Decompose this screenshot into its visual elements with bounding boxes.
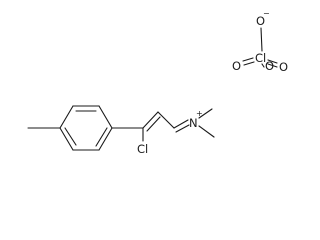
- bond-c3-n-double: [175, 124, 190, 133]
- iminium-cation: Cl N +: [27, 105, 215, 156]
- chemical-structure-diagram: O − Cl O O O: [27, 9, 288, 156]
- ring-bond-1: [59, 105, 74, 129]
- oxygen-right: O: [279, 60, 288, 74]
- ring-bond-3: [98, 105, 113, 129]
- vinyl-chlorine: Cl: [137, 142, 148, 156]
- oxygen-top-charge: −: [263, 9, 270, 18]
- bond-c1-c2: [142, 111, 159, 129]
- bond-c3-n: [173, 119, 189, 129]
- bond-cl-o-left-double-2: [243, 61, 255, 66]
- oxygen-bottom: O: [265, 59, 274, 73]
- bond-cl-o-right-double-2: [267, 63, 278, 68]
- iminium-nitrogen: N: [189, 116, 198, 130]
- bond-c2-c3: [157, 111, 175, 129]
- perchlorate-chlorine: Cl: [255, 51, 266, 65]
- bond-cl-o-bottom: [261, 63, 265, 68]
- bond-n-methyl-2: [198, 125, 215, 138]
- ring-inner-double-3: [64, 127, 77, 146]
- bond-cl-o-right-double-1: [267, 59, 278, 64]
- bond-n-methyl-1: [198, 108, 213, 119]
- ring-bond-4: [98, 127, 113, 151]
- oxygen-top: O: [256, 14, 265, 28]
- bond-cl-o-top: [260, 27, 263, 52]
- ring-bond-6: [59, 127, 74, 151]
- perchlorate-anion: O − Cl O O O: [232, 9, 288, 74]
- nitrogen-charge: +: [196, 109, 203, 118]
- bond-cl-o-left-double-1: [242, 57, 254, 62]
- ring-inner-double-2: [95, 127, 108, 147]
- bond-c1-c2-double: [146, 116, 161, 132]
- oxygen-left: O: [232, 59, 241, 73]
